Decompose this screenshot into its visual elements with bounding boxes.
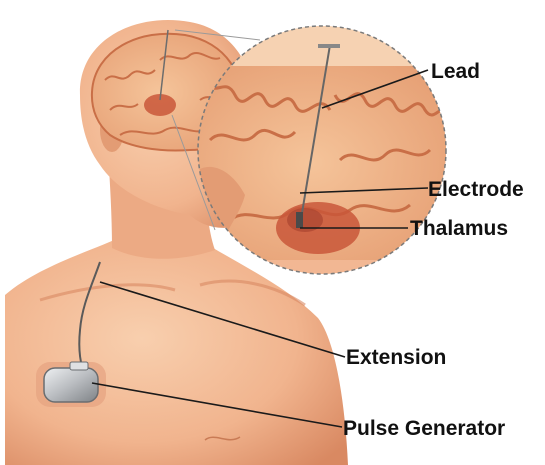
label-thalamus: Thalamus <box>410 217 508 240</box>
pulse-generator-device <box>36 362 106 407</box>
label-electrode: Electrode <box>428 178 524 201</box>
label-pulse-generator: Pulse Generator <box>343 417 505 440</box>
label-lead: Lead <box>431 60 480 83</box>
label-extension: Extension <box>346 346 446 369</box>
